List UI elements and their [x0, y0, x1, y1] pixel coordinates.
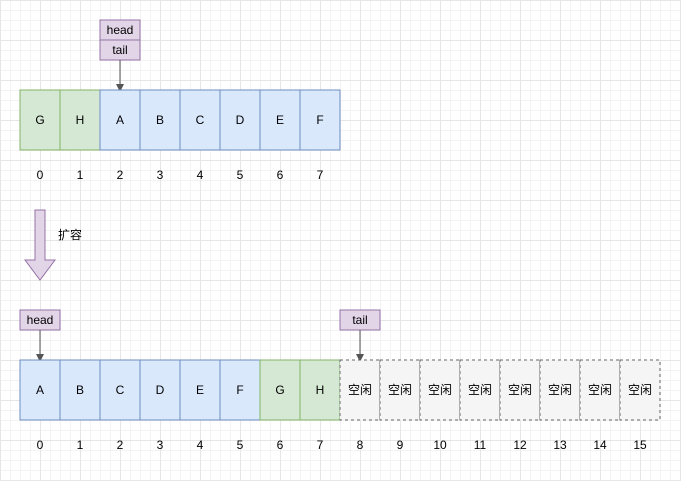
bottom-array-cell — [539, 359, 581, 421]
top-array-cell — [19, 89, 61, 151]
bottom-array-cell — [619, 359, 661, 421]
bottom-array-cell — [579, 359, 621, 421]
bottom-array-cell-label: 空闲 — [588, 383, 612, 397]
bottom-array-cell-label: G — [275, 383, 284, 397]
bottom-head-tag-label: head — [27, 313, 54, 327]
top-array-cell — [139, 89, 181, 151]
bottom-array-cell-label: C — [116, 383, 125, 397]
bottom-array-cell — [139, 359, 181, 421]
bottom-array-index-label: 2 — [117, 438, 124, 452]
top-array-cell-label: B — [156, 113, 164, 127]
top-array-cell-label: F — [316, 113, 323, 127]
bottom-array-index-label: 11 — [474, 438, 487, 452]
bottom-array-cell-label: H — [316, 383, 325, 397]
top-array-indices: 0 1 2 3 4 5 6 7 — [37, 168, 324, 182]
bottom-array-cell — [379, 359, 421, 421]
bottom-array-cell-label: 空闲 — [628, 383, 652, 397]
top-array-cell-label: H — [76, 113, 85, 127]
top-pointer-tags: head tail — [99, 19, 141, 92]
bottom-array-cell-label: 空闲 — [428, 383, 452, 397]
bottom-array-index-label: 9 — [397, 438, 404, 452]
bottom-array-index-label: 10 — [433, 438, 447, 452]
bottom-array-cell — [419, 359, 461, 421]
bottom-tail-pointer: tail — [339, 309, 381, 362]
top-array-cell — [299, 89, 341, 151]
bottom-array-index-label: 5 — [237, 438, 244, 452]
bottom-array: A B C D E F G H 空闲 空闲 空闲 空闲 空闲 空闲 空闲 空闲 — [19, 359, 661, 421]
bottom-array-index-label: 8 — [357, 438, 364, 452]
expand-arrow-shape — [24, 209, 56, 281]
bottom-array-index-label: 1 — [77, 438, 84, 452]
top-array-cell-label: G — [35, 113, 44, 127]
bottom-array-cell-label: 空闲 — [468, 383, 492, 397]
top-array-index-label: 6 — [277, 168, 284, 182]
top-tail-tag-label: tail — [112, 43, 127, 57]
top-array-cell — [99, 89, 141, 151]
bottom-array-cell-label: 空闲 — [388, 383, 412, 397]
top-array-cell-label: C — [196, 113, 205, 127]
bottom-array-cell-label: 空闲 — [548, 383, 572, 397]
top-array-index-label: 5 — [237, 168, 244, 182]
bottom-array-cell-label: A — [36, 383, 44, 397]
top-array-index-label: 3 — [157, 168, 164, 182]
bottom-array-index-label: 15 — [633, 438, 647, 452]
bottom-array-cell — [219, 359, 261, 421]
bottom-array-index-label: 12 — [513, 438, 527, 452]
top-array-cell-label: D — [236, 113, 245, 127]
bottom-array-index-label: 13 — [553, 438, 567, 452]
top-array-index-label: 1 — [77, 168, 84, 182]
bottom-array-index-label: 3 — [157, 438, 164, 452]
top-array-index-label: 2 — [117, 168, 124, 182]
bottom-array-cell — [99, 359, 141, 421]
expand-arrow: 扩容 — [24, 209, 82, 281]
top-array-cell-label: A — [116, 113, 124, 127]
bottom-array-cell-label: E — [196, 383, 204, 397]
bottom-array-cell-label: B — [76, 383, 84, 397]
top-array-cell — [219, 89, 261, 151]
bottom-array-cell — [459, 359, 501, 421]
bottom-head-pointer: head — [19, 309, 61, 362]
bottom-array-index-label: 6 — [277, 438, 284, 452]
bottom-array-cell — [179, 359, 221, 421]
bottom-array-cell-label: F — [236, 383, 243, 397]
bottom-array-cell — [259, 359, 301, 421]
top-array-cell — [179, 89, 221, 151]
bottom-array-cell-label: 空闲 — [508, 383, 532, 397]
top-array-cell — [59, 89, 101, 151]
bottom-array-cell — [19, 359, 61, 421]
bottom-array-cell — [499, 359, 541, 421]
bottom-array-index-label: 7 — [317, 438, 324, 452]
bottom-array-cell — [339, 359, 381, 421]
bottom-array-cell-label: 空闲 — [348, 383, 372, 397]
top-array-index-label: 0 — [37, 168, 44, 182]
top-array-cell-label: E — [276, 113, 284, 127]
top-array-index-label: 7 — [317, 168, 324, 182]
bottom-array-index-label: 14 — [593, 438, 607, 452]
top-head-tag-label: head — [107, 23, 134, 37]
top-array-index-label: 4 — [197, 168, 204, 182]
expand-label: 扩容 — [58, 227, 82, 242]
bottom-array-index-label: 4 — [197, 438, 204, 452]
bottom-array-index-label: 0 — [37, 438, 44, 452]
bottom-array-cell-label: D — [156, 383, 165, 397]
bottom-tail-tag-label: tail — [352, 313, 367, 327]
